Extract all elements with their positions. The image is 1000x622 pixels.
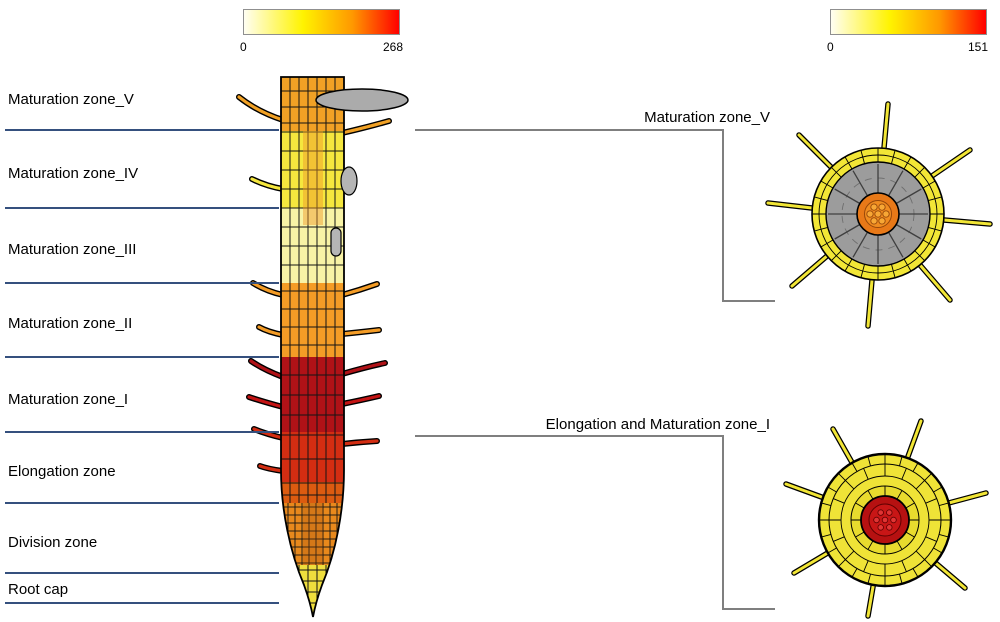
zone-label-maturation-v: Maturation zone_V <box>8 91 134 108</box>
zone-label-maturation-iv: Maturation zone_IV <box>8 165 139 182</box>
stele-shading-division <box>303 503 323 565</box>
root-outline <box>280 76 345 618</box>
stele-shading-upper <box>303 131 323 225</box>
zone-divider-line-4 <box>5 356 279 358</box>
section-v-epidermis-cells <box>812 148 944 280</box>
section-v-cortex-spokes <box>828 164 928 264</box>
zone-divider-line-3 <box>5 282 279 284</box>
annotation-label-elongation-maturation-i: Elongation and Maturation zone_I <box>545 416 770 433</box>
connector-maturation-v-pointer <box>722 300 775 302</box>
zone-divider-line-7 <box>5 572 279 574</box>
lateral-organ-primordium-mid <box>340 166 358 196</box>
colorbar-longitudinal <box>243 9 400 35</box>
cross-section-elongation-maturation-i <box>783 418 989 619</box>
cross-section-maturation-v <box>765 101 993 329</box>
zone-label-division: Division zone <box>8 534 98 551</box>
connector-maturation-v-horizontal <box>415 129 723 131</box>
colorbar-cross-sections-max: 151 <box>967 40 988 54</box>
emerged-lateral-organ-large <box>315 88 409 112</box>
section-i-cortex-cells <box>829 464 941 576</box>
zone-label-root-cap: Root cap <box>8 581 69 598</box>
section-i-hairs <box>784 419 988 618</box>
zone-label-maturation-iii: Maturation zone_III <box>8 241 137 258</box>
colorbar-longitudinal-min: 0 <box>240 40 247 54</box>
zone-label-maturation-ii: Maturation zone_II <box>8 315 133 332</box>
zone-label-elongation: Elongation zone <box>8 463 116 480</box>
connector-maturation-v-vertical <box>722 129 724 301</box>
section-v-stele-cells <box>866 203 890 225</box>
zone-divider-line-1 <box>5 129 279 131</box>
section-v-hairs <box>766 102 992 328</box>
colorbar-cross-sections <box>830 9 987 35</box>
colorbar-cross-sections-min: 0 <box>827 40 834 54</box>
zone-divider-line-2 <box>5 207 279 209</box>
zone-label-maturation-i: Maturation zone_I <box>8 391 129 408</box>
section-i-stele-cells <box>873 509 897 531</box>
zone-divider-line-5 <box>5 431 279 433</box>
annotation-label-maturation-v: Maturation zone_V <box>644 109 770 126</box>
connector-elongation-i-pointer <box>722 608 775 610</box>
section-i-epidermis-cells <box>819 454 951 586</box>
connector-elongation-i-vertical <box>722 435 724 609</box>
lateral-organ-primordium-small <box>330 227 342 257</box>
connector-elongation-i-horizontal <box>415 435 723 437</box>
zone-divider-line-8 <box>5 602 279 604</box>
colorbar-longitudinal-max: 268 <box>382 40 403 54</box>
zone-divider-line-6 <box>5 502 279 504</box>
